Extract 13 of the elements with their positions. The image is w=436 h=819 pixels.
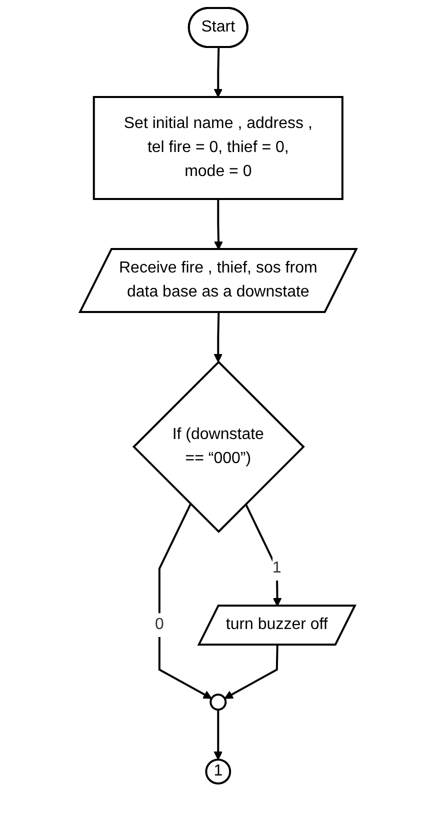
node-diamond: If (downstate == “000”) [132, 360, 305, 534]
arrow [214, 47, 222, 98]
node-box: Set initial name , address , tel fire = 0, thief = 0, mode = 0 [92, 96, 344, 200]
arrow [214, 199, 223, 250]
edge-label: 0 [154, 616, 164, 634]
arrow [214, 710, 222, 760]
edge-label: 1 [272, 560, 282, 577]
node-circle [210, 694, 226, 711]
arrow [214, 312, 222, 362]
node-circle: 1 [205, 758, 231, 785]
arrow [244, 504, 282, 606]
arrow [224, 645, 278, 699]
arrow [158, 504, 212, 699]
